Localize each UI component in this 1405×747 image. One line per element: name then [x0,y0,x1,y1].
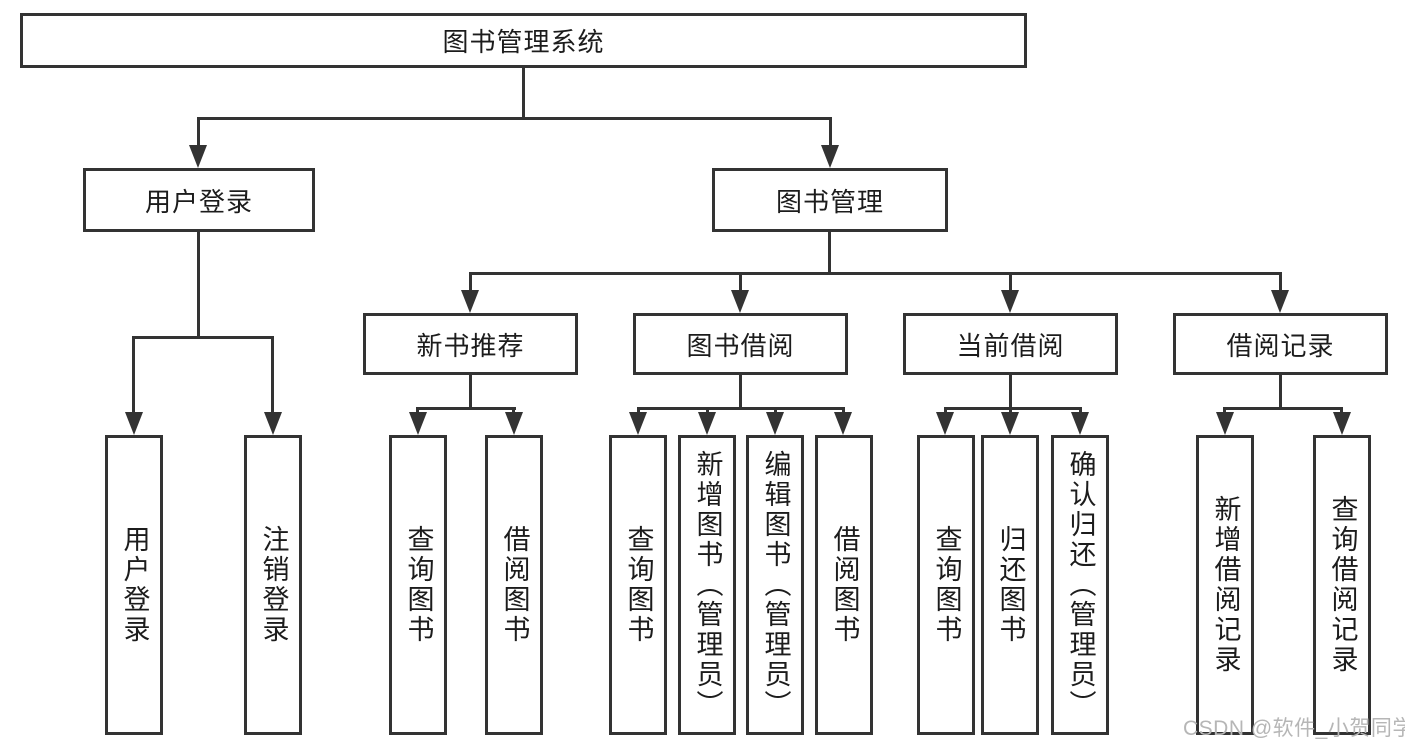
leaf-return-books-label: 归还图书 [995,525,1026,645]
connector-line [1340,407,1343,415]
arrow-down-icon [766,412,784,435]
leaf-logout-label: 注销登录 [258,525,289,645]
leaf-confirm-return-admin-label: 确认归还（管理员） [1065,450,1096,720]
node-book-management: 图书管理 [712,168,948,232]
connector-line [522,68,525,117]
connector-line [1009,272,1012,292]
connector-line [417,407,516,410]
leaf-user-login-label: 用户登录 [119,525,150,645]
connector-line [739,375,742,407]
arrow-down-icon [834,412,852,435]
arrow-down-icon [409,412,427,435]
leaf-add-book-admin: 新增图书（管理员） [678,435,736,735]
node-current-borrowing-label: 当前借阅 [956,330,1065,361]
node-user-login: 用户登录 [83,168,315,232]
connector-line [944,407,947,415]
leaf-query-books-borrowing-label: 查询图书 [623,525,654,645]
arrow-down-icon [731,290,749,313]
connector-line [774,407,777,415]
leaf-borrow-books-recommend-label: 借阅图书 [499,525,530,645]
leaf-add-borrow-record: 新增借阅记录 [1196,435,1254,735]
connector-line [469,272,1281,275]
connector-line [1279,375,1282,407]
connector-line [271,336,274,414]
connector-line [469,375,472,407]
connector-line [1279,272,1282,292]
arrow-down-icon [936,412,954,435]
connector-line [1079,407,1082,415]
leaf-logout: 注销登录 [244,435,302,735]
leaf-user-login: 用户登录 [105,435,163,735]
leaf-query-books-recommend: 查询图书 [389,435,447,735]
connector-line [416,407,419,415]
node-root-label: 图书管理系统 [442,27,605,57]
connector-line [1223,407,1343,410]
leaf-return-books: 归还图书 [981,435,1039,735]
leaf-query-borrow-record-label: 查询借阅记录 [1327,495,1358,675]
arrow-down-icon [1271,290,1289,313]
connector-line [739,272,742,292]
arrow-down-icon [698,412,716,435]
node-user-login-label: 用户登录 [144,186,253,217]
leaf-borrow-books-recommend: 借阅图书 [485,435,543,735]
connector-line [132,336,135,414]
arrow-down-icon [821,145,839,168]
arrow-down-icon [1333,412,1351,435]
connector-line [637,407,640,415]
connector-line [944,407,1082,410]
node-borrowing-records: 借阅记录 [1173,313,1388,375]
connector-line [197,232,200,336]
connector-line [133,336,274,339]
arrow-down-icon [189,145,207,168]
connector-line [1009,407,1012,415]
arrow-down-icon [505,412,523,435]
leaf-query-books-recommend-label: 查询图书 [403,525,434,645]
leaf-query-books-current-label: 查询图书 [931,525,962,645]
leaf-add-borrow-record-label: 新增借阅记录 [1210,495,1241,675]
node-book-management-label: 图书管理 [775,186,884,217]
leaf-add-book-admin-label: 新增图书（管理员） [692,450,723,720]
arrow-down-icon [629,412,647,435]
node-borrowing-records-label: 借阅记录 [1226,330,1335,361]
arrow-down-icon [1001,412,1019,435]
arrow-down-icon [1071,412,1089,435]
node-new-book-recommendation: 新书推荐 [363,313,578,375]
node-book-borrowing: 图书借阅 [633,313,848,375]
node-new-book-recommendation-label: 新书推荐 [416,330,525,361]
connector-line [829,117,832,148]
leaf-query-books-borrowing: 查询图书 [609,435,667,735]
connector-line [842,407,845,415]
connector-line [197,117,200,148]
arrow-down-icon [1001,290,1019,313]
leaf-borrow-books-borrowing: 借阅图书 [815,435,873,735]
node-current-borrowing: 当前借阅 [903,313,1118,375]
leaf-query-books-current: 查询图书 [917,435,975,735]
leaf-query-borrow-record: 查询借阅记录 [1313,435,1371,735]
watermark: CSDN @软件_小贺同学 [1183,717,1405,740]
arrow-down-icon [461,290,479,313]
connector-line [1009,375,1012,407]
arrow-down-icon [125,412,143,435]
connector-line [828,232,831,272]
connector-line [1223,407,1226,415]
leaf-confirm-return-admin: 确认归还（管理员） [1051,435,1109,735]
connector-line [637,407,845,410]
connector-line [512,407,515,415]
leaf-edit-book-admin-label: 编辑图书（管理员） [760,450,791,720]
leaf-edit-book-admin: 编辑图书（管理员） [746,435,804,735]
leaf-borrow-books-borrowing-label: 借阅图书 [829,525,860,645]
node-root: 图书管理系统 [20,13,1027,68]
arrow-down-icon [264,412,282,435]
connector-line [197,117,832,120]
arrow-down-icon [1216,412,1234,435]
node-book-borrowing-label: 图书借阅 [686,330,795,361]
connector-line [706,407,709,415]
connector-line [469,272,472,292]
